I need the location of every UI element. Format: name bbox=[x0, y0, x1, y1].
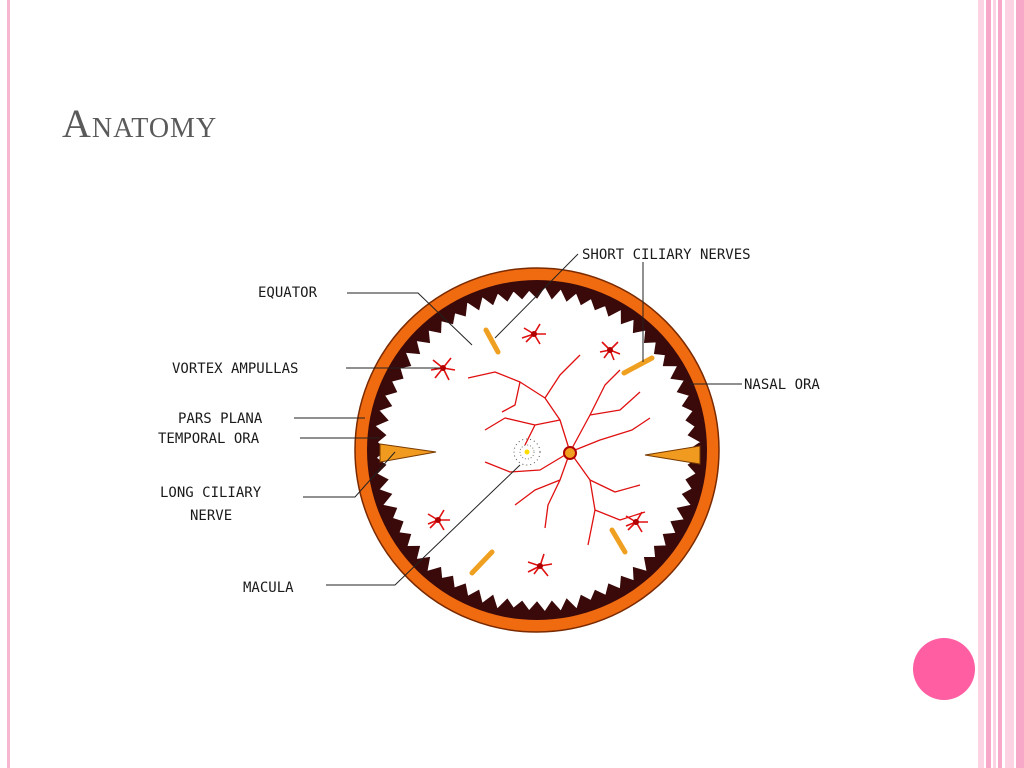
leader-lines bbox=[294, 253, 742, 586]
label-long-ciliary-nerve-line1: LONG CILIARY bbox=[160, 485, 262, 501]
slide-title: Anatomy bbox=[62, 101, 218, 146]
temporal-ora-wedge bbox=[379, 443, 437, 463]
label-nasal-ora: NASAL ORA bbox=[744, 377, 820, 393]
retinal-vessels bbox=[467, 354, 651, 546]
macula-spot bbox=[513, 438, 541, 466]
ciliary-nerve-marks bbox=[469, 327, 655, 576]
label-short-ciliary-nerves: SHORT CILIARY NERVES bbox=[582, 247, 751, 263]
label-long-ciliary-nerve-line2: NERVE bbox=[190, 508, 232, 524]
vortex-ampullas bbox=[427, 323, 648, 577]
label-macula: MACULA bbox=[243, 580, 294, 596]
label-temporal-ora: TEMPORAL ORA bbox=[158, 431, 260, 447]
right-decorative-stripes bbox=[978, 0, 1024, 768]
pink-circle-decoration bbox=[913, 638, 975, 700]
nasal-ora-wedge bbox=[644, 445, 701, 465]
optic-disc bbox=[563, 446, 577, 460]
label-equator: EQUATOR bbox=[258, 285, 318, 301]
label-vortex-ampullas: VORTEX AMPULLAS bbox=[172, 361, 298, 377]
left-frame-line bbox=[7, 0, 10, 768]
label-pars-plana: PARS PLANA bbox=[178, 411, 263, 427]
